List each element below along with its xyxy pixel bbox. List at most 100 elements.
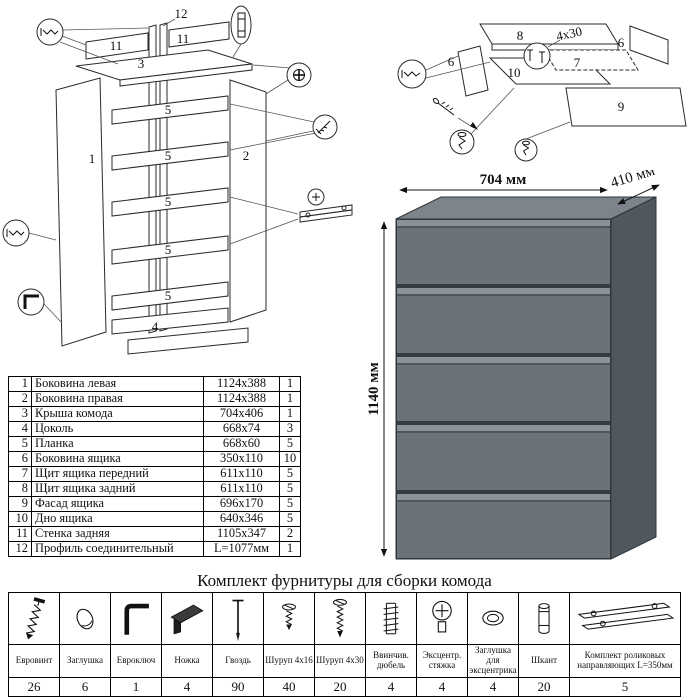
part-qty: 1	[279, 406, 301, 422]
part-num: 7	[8, 466, 32, 482]
dresser-render: 704 мм 410 мм 1140 мм	[366, 170, 660, 560]
fastener-glyphs	[6, 12, 331, 309]
hardware-title: Комплект фурнитуры для сборки комода	[197, 571, 492, 590]
part-num: 5	[8, 436, 32, 452]
hardware-item-qty: 40	[263, 676, 315, 697]
hardware-item-qty: 4	[467, 676, 519, 697]
part-name: Щит ящика задний	[31, 481, 204, 497]
part-label: 9	[618, 99, 625, 114]
screw-4x30-icon	[314, 592, 366, 645]
part-label: 6	[448, 54, 455, 69]
drawer-front-shield	[543, 49, 639, 71]
part-name: Боковина правая	[31, 391, 204, 407]
left-side-panel	[55, 77, 107, 347]
part-size: 668x74	[203, 421, 280, 437]
part-qty: 10	[279, 451, 301, 467]
part-label: 3	[138, 56, 145, 71]
drawer-front	[397, 494, 610, 558]
part-label: 10	[508, 65, 521, 80]
part-size: 696x170	[203, 496, 280, 512]
drawer-side-panel	[629, 25, 669, 65]
right-side-panel	[229, 79, 267, 323]
part-num: 9	[8, 496, 32, 512]
drawer-front	[397, 220, 610, 284]
nail-icon	[212, 592, 264, 645]
part-name: Планка	[31, 436, 204, 452]
hardware-item-name: Заглушка для эксцентрика	[467, 644, 519, 678]
part-name: Цоколь	[31, 421, 204, 437]
part-name: Боковина ящика	[31, 451, 204, 467]
part-size: 611x110	[203, 466, 280, 482]
part-name: Фасад ящика	[31, 496, 204, 512]
part-qty: 5	[279, 496, 301, 512]
part-name: Боковина левая	[31, 376, 204, 392]
part-label: 1	[89, 151, 96, 166]
depth-dimension-label: 410 мм	[609, 170, 657, 191]
hardware-item-name: Ножка	[161, 644, 213, 678]
part-label: 5	[165, 194, 172, 209]
part-labels: 8 4x30 6 6 10 7 9	[448, 24, 625, 114]
part-size: 350x110	[203, 451, 280, 467]
part-size: 1105x347	[203, 526, 280, 542]
part-labels: 12 11 11 3 1 2 5 5 5 5 5 4	[89, 6, 250, 334]
part-name: Стенка задняя	[31, 526, 204, 542]
part-label: 5	[165, 102, 172, 117]
drawer-assembly-diagram: 8 4x30 6 6 10 7 9	[397, 23, 687, 162]
base-plinth	[111, 307, 229, 335]
drawer-fronts	[397, 220, 610, 558]
hardware-item-name: Шуруп 4x16	[263, 644, 315, 678]
part-label: 11	[177, 31, 190, 46]
part-label: 4	[152, 319, 159, 334]
screw-size-note: 4x30	[555, 24, 584, 44]
part-label: 6	[618, 35, 625, 50]
part-name: Крыша комода	[31, 406, 204, 422]
drawer-back-panel	[479, 23, 619, 45]
hardware-item-name: Евроключ	[110, 644, 162, 678]
cap-icon	[59, 592, 111, 645]
height-dimension-label: 1140 мм	[366, 362, 382, 415]
part-qty: 1	[279, 391, 301, 407]
leader-lines	[28, 18, 317, 324]
part-size: 704x406	[203, 406, 280, 422]
part-num: 1	[8, 376, 32, 392]
hex-key-icon	[110, 592, 162, 645]
drawer-back-panel-edge	[491, 43, 619, 51]
part-label: 2	[243, 148, 250, 163]
hardware-item-qty: 4	[365, 676, 417, 697]
hardware-item-name: Евровинт	[8, 644, 60, 678]
cam-lock-icon	[416, 592, 468, 645]
part-num: 11	[8, 526, 32, 542]
hardware-item-name: Шуруп 4x30	[314, 644, 366, 678]
part-num: 6	[8, 451, 32, 467]
part-qty: 5	[279, 511, 301, 527]
fastener-glyphs	[401, 49, 545, 156]
part-qty: 5	[279, 481, 301, 497]
part-qty: 5	[279, 466, 301, 482]
hardware-item-qty: 90	[212, 676, 264, 697]
part-size: L=1077мм	[203, 541, 280, 557]
part-num: 10	[8, 511, 32, 527]
part-qty: 3	[279, 421, 301, 437]
part-label: 5	[165, 148, 172, 163]
drawer-facade	[565, 87, 687, 127]
top-panel-edge	[119, 63, 253, 87]
part-num: 8	[8, 481, 32, 497]
part-qty: 1	[279, 541, 301, 557]
back-panel	[85, 32, 149, 60]
hardware-item-qty: 5	[569, 676, 681, 697]
part-label: 7	[574, 55, 581, 70]
depth-dimension-arrow	[617, 184, 660, 205]
hardware-item-name: Заглушка	[59, 644, 111, 678]
part-name: Дно ящика	[31, 511, 204, 527]
